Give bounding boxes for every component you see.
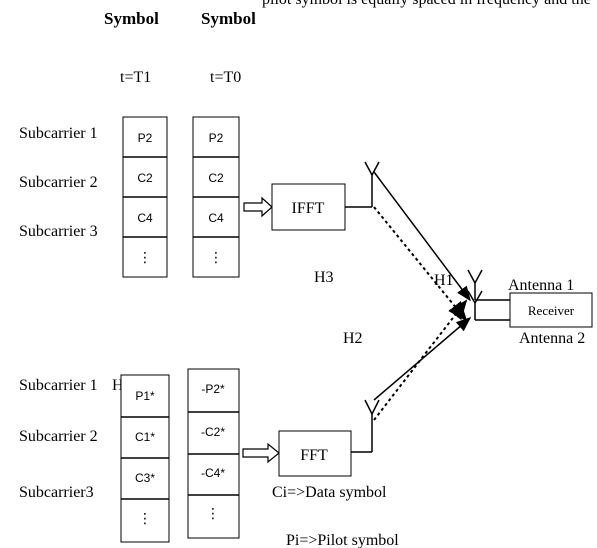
bottom-tx-antenna	[351, 399, 380, 453]
col2-time: t=T0	[210, 69, 241, 86]
bottom-row-label-2: Subcarrier 2	[19, 428, 98, 445]
top-row-label-3: Subcarrier 3	[19, 223, 98, 240]
top-row-label-1: Subcarrier 1	[19, 125, 98, 142]
col2-title: Symbol	[201, 9, 256, 28]
channel-h2-arrow	[373, 317, 472, 401]
bottom-col1-cell-1: P1*	[135, 389, 155, 403]
col1-title: Symbol	[104, 9, 159, 28]
top-col2-cell-4: ⋮	[209, 249, 223, 265]
channel-h1-label: H1	[434, 272, 454, 289]
antenna-1-label: Antenna 1	[508, 277, 574, 294]
channel-h2-label: H2	[343, 330, 363, 347]
fft-label: FFT	[300, 447, 328, 464]
top-col1-cell-1: P2	[138, 131, 153, 145]
top-symbol-column-t1: P2 C2 C4 ⋮	[122, 116, 168, 278]
channel-cross-dotted-arrow	[373, 299, 468, 421]
bottom-col2-cell-4: ⋮	[206, 505, 220, 521]
bottom-row-label-3: Subcarrier3	[19, 484, 94, 501]
top-row-label-2: Subcarrier 2	[19, 174, 98, 191]
top-hollow-arrow	[243, 196, 273, 218]
channel-h3-dotted-arrow	[373, 206, 468, 322]
col1-time: t=T1	[120, 69, 151, 86]
rx-antenna-1	[467, 269, 510, 301]
top-col1-cell-3: C4	[137, 211, 153, 225]
legend-data-symbol: Ci=>Data symbol	[272, 484, 387, 501]
channel-h3-label: H3	[314, 269, 334, 286]
ifft-label: IFFT	[292, 200, 325, 217]
bottom-col2-cell-3: -C4*	[201, 466, 225, 480]
bottom-hollow-arrow	[242, 442, 280, 464]
bottom-col1-cell-2: C1*	[135, 430, 155, 444]
bottom-symbol-column-t0: -P2* -C2* -C4* ⋮	[187, 368, 240, 539]
antenna-2-label: Antenna 2	[519, 330, 585, 347]
top-col2-cell-1: P2	[209, 131, 224, 145]
top-tx-antenna	[345, 161, 380, 208]
receiver-box	[509, 292, 593, 328]
fft-box	[278, 430, 352, 477]
bottom-row-label-1: Subcarrier 1	[19, 377, 98, 394]
top-caption: pilot symbol is equally spaced in freque…	[262, 0, 591, 8]
top-col1-cell-4: ⋮	[138, 249, 152, 265]
legend-pilot-symbol: Pi=>Pilot symbol	[286, 532, 399, 548]
receiver-label: Receiver	[528, 303, 575, 318]
bottom-symbol-column-t1: P1* C1* C3* ⋮	[120, 374, 170, 543]
top-col1-cell-2: C2	[137, 171, 153, 185]
rx-antenna-2	[467, 290, 510, 321]
bottom-col2-cell-1: -P2*	[201, 382, 225, 396]
bottom-col1-cell-4: ⋮	[138, 510, 152, 526]
bottom-col1-cell-3: C3*	[135, 471, 155, 485]
channel-h1-arrow	[373, 171, 471, 302]
top-col2-cell-2: C2	[208, 171, 224, 185]
top-symbol-column-t0: P2 C2 C4 ⋮	[192, 116, 240, 278]
top-col2-cell-3: C4	[208, 211, 224, 225]
bottom-col2-cell-2: -C2*	[201, 425, 225, 439]
